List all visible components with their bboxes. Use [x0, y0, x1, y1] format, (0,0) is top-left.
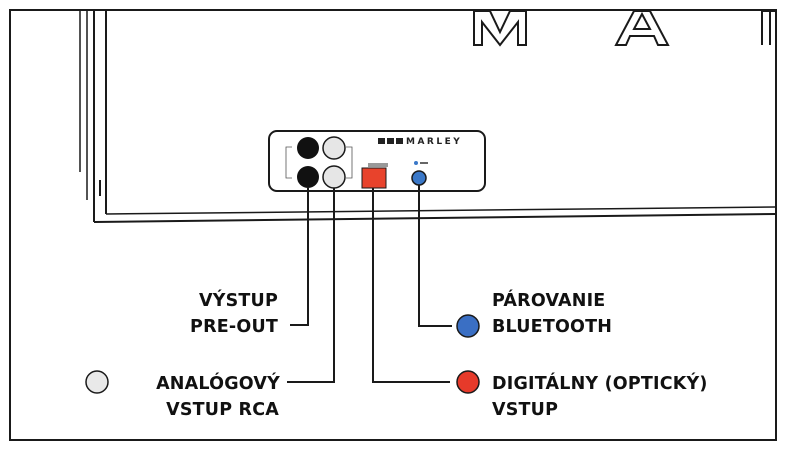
- analog-label-line1: ANALÓGOVÝ: [156, 372, 280, 394]
- preout-label-line2: PRE-OUT: [190, 317, 278, 337]
- analog-label-line2: VSTUP RCA: [166, 400, 279, 420]
- jack-brackets: [285, 146, 353, 179]
- analog-jack-bottom: [322, 165, 346, 189]
- digital-label-line2: VSTUP: [492, 400, 558, 420]
- bluetooth-label-line2: BLUETOOTH: [492, 317, 612, 337]
- digital-label-line1: DIGITÁLNY (OPTICKÝ): [492, 372, 708, 394]
- brand-logo: MARLEY: [378, 137, 462, 147]
- preout-jack-top: [297, 137, 319, 159]
- digital-leader: [372, 188, 450, 383]
- preout-jack-bottom: [297, 166, 319, 188]
- preout-label-line1: VÝSTUP: [199, 289, 278, 311]
- device-lettering: [473, 10, 775, 47]
- bluetooth-key-dot: [456, 314, 480, 338]
- bluetooth-label-line1: PÁROVANIE: [492, 289, 605, 311]
- brand-text: MARLEY: [406, 137, 462, 147]
- bluetooth-pair-button: [411, 161, 428, 186]
- analog-jack-top: [322, 136, 346, 160]
- bluetooth-leader: [418, 185, 452, 327]
- speaker-body: [79, 10, 776, 223]
- digital-key-dot: [456, 370, 480, 394]
- diagram-frame: [9, 9, 777, 441]
- analog-leader: [287, 188, 335, 383]
- leader-lines: [287, 185, 452, 383]
- analog-key-dot: [85, 370, 109, 394]
- preout-leader: [290, 188, 309, 326]
